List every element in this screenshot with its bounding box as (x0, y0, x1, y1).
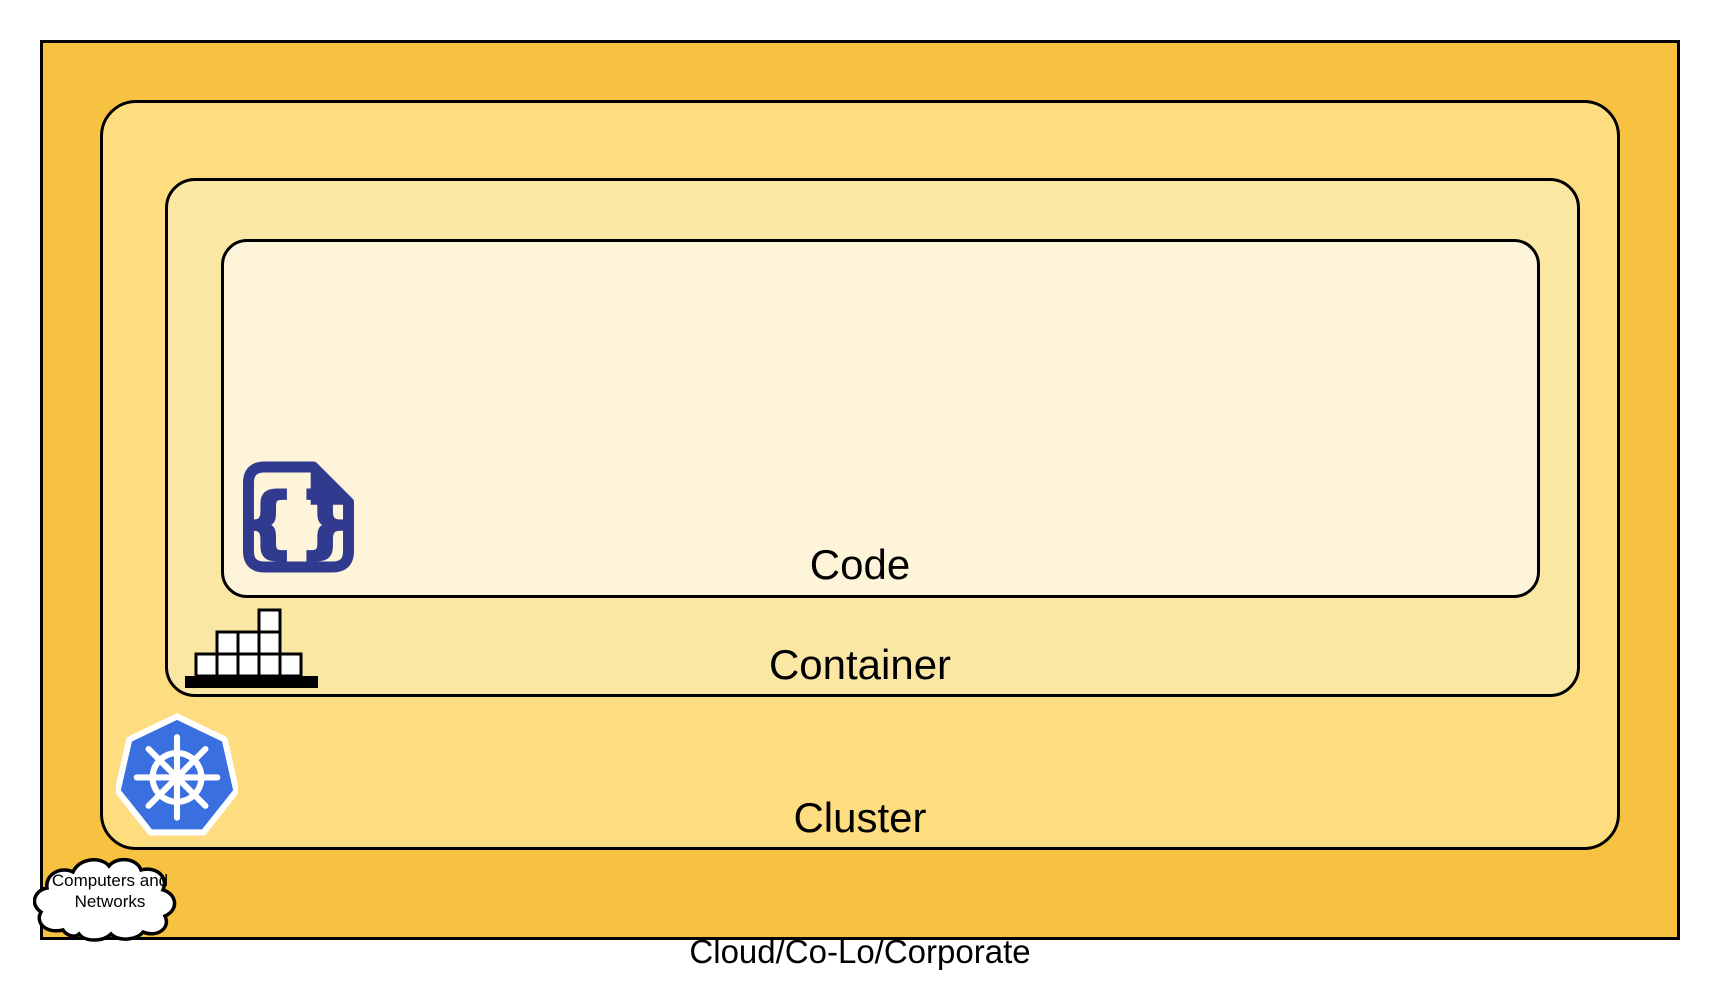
container-middle-row (215, 630, 282, 656)
cloud-shape-path (33, 857, 177, 942)
cloud-callout-line2: Networks (74, 892, 146, 911)
cloud-icon: Computers and Networks (33, 850, 187, 942)
code-file-icon: {} (237, 456, 360, 578)
code-file-outline (242, 461, 355, 573)
code-layer-label: Code (809, 541, 911, 588)
datacenter-label-line1: Cloud/Co-Lo/Corporate (689, 933, 1031, 970)
cloud-callout-label: Computers and Networks (33, 870, 187, 912)
kubernetes-wheel-rim (149, 749, 205, 805)
cluster-layer-label: Cluster (793, 794, 927, 841)
container-deck-bar (185, 676, 318, 688)
cloud-callout-line1: Computers and (51, 871, 169, 890)
code-braces-glyph: {} (241, 478, 356, 566)
container-top-box (257, 608, 282, 634)
container-layer-label: Container (768, 641, 952, 688)
container-stack-icon (185, 608, 318, 688)
kubernetes-icon (116, 711, 238, 839)
code-layer-box (221, 239, 1540, 598)
datacenter-layer-label: Cloud/Co-Lo/Corporate Datacenter (40, 862, 1680, 992)
kubernetes-wheel-hub (169, 769, 185, 786)
code-file-fold (310, 465, 350, 505)
